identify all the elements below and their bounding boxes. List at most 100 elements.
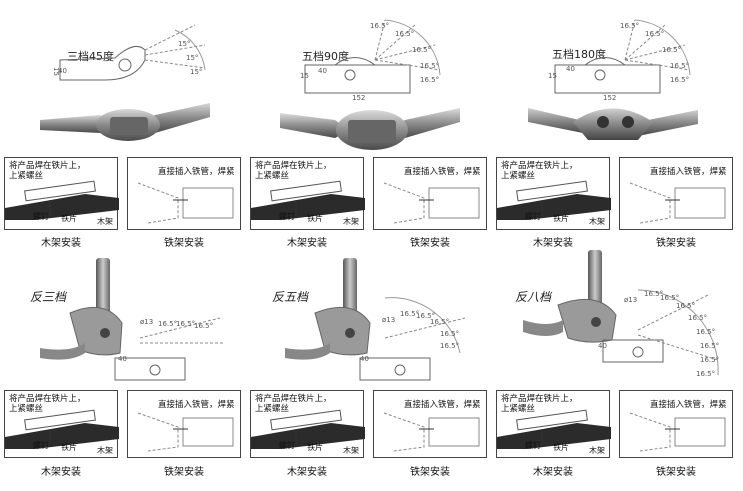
reverse-angle-2c: 16.5° (430, 318, 450, 326)
dim-angle-3c: 16.5° (662, 46, 682, 54)
plate-label: 铁片 (553, 443, 569, 452)
wood-install-drawing (497, 180, 611, 220)
wood-install-panel-1: 将产品焊在铁片上， 上紧螺丝 螺钉 铁片 木架 (4, 157, 119, 230)
product-photo-3 (528, 108, 698, 140)
plate-label: 铁片 (307, 443, 323, 452)
iron-install-panel-6: 直接插入铁管，焊紧 (619, 390, 733, 458)
reverse-drawing-3 (523, 250, 719, 376)
wood-note-line1: 将产品焊在铁片上， (9, 394, 86, 404)
iron-install-panel-4: 直接插入铁管，焊紧 (127, 390, 241, 458)
iron-note: 直接插入铁管，焊紧 (158, 167, 235, 177)
reverse-gear-label-2: 反五档 (272, 290, 309, 304)
wood-install-panel-5: 将产品焊在铁片上， 上紧螺丝 螺钉 铁片 木架 (250, 390, 365, 458)
wood-install-panel-6: 将产品焊在铁片上， 上紧螺丝 螺钉 铁片 木架 (496, 390, 611, 458)
screw-label: 螺钉 (33, 212, 49, 221)
reverse-angle-3f: 16.5° (700, 342, 720, 350)
dim-angle-2e: 16.5° (420, 76, 440, 84)
reverse-drawing-1 (40, 258, 225, 381)
frame-label: 木架 (343, 217, 359, 226)
wood-note-line2: 上紧螺丝 (255, 171, 290, 181)
reverse-angle-2b: 16.5° (416, 312, 436, 320)
wood-install-panel-4: 将产品焊在铁片上， 上紧螺丝 螺钉 铁片 木架 (4, 390, 119, 458)
reverse-angle-2a: 16.5° (400, 310, 420, 318)
reverse-dim-dia-3: ø13 (624, 296, 638, 304)
iron-install-panel-5: 直接插入铁管，焊紧 (373, 390, 487, 458)
dim-angle-2a: 16.5° (370, 22, 390, 30)
dim-angle-1b: 15° (186, 54, 199, 62)
iron-caption: 铁架安装 (164, 238, 204, 249)
screw-label: 螺钉 (33, 441, 49, 450)
wood-note-line1: 将产品焊在铁片上， (255, 394, 332, 404)
plate-label: 铁片 (61, 214, 77, 223)
frame-label: 木架 (589, 446, 605, 455)
reverse-dim-dia-1: ø13 (140, 318, 154, 326)
dim-width-1: 40 (58, 67, 67, 75)
reverse-angle-1a: 16.5° (158, 320, 178, 328)
wood-install-drawing (497, 409, 611, 449)
dim-angle-2d: 16.5° (420, 62, 440, 70)
dim-height-2: 15 (300, 72, 309, 80)
reverse-angle-3b: 16.5° (660, 294, 680, 302)
technical-drawing-2 (304, 19, 441, 94)
wood-install-drawing (251, 180, 365, 220)
wood-note-line2: 上紧螺丝 (501, 404, 536, 414)
iron-note: 直接插入铁管，焊紧 (650, 400, 727, 410)
technical-drawing-3 (554, 19, 691, 94)
dim-angle-3b: 16.5° (645, 30, 665, 38)
wood-note-line1: 将产品焊在铁片上， (9, 161, 86, 171)
dim-angle-3d: 16.5° (670, 62, 690, 70)
reverse-drawing-2 (285, 258, 466, 381)
wood-install-panel-2: 将产品焊在铁片上， 上紧螺丝 螺钉 铁片 木架 (250, 157, 365, 230)
plate-label: 铁片 (61, 443, 77, 452)
plate-label: 铁片 (553, 214, 569, 223)
iron-caption: 铁架安装 (410, 238, 450, 249)
reverse-angle-1b: 16.5° (176, 320, 196, 328)
dim-angle-2c: 16.5° (412, 46, 432, 54)
iron-install-drawing (629, 182, 726, 224)
wood-caption: 木架安装 (287, 238, 327, 249)
frame-label: 木架 (97, 217, 113, 226)
reverse-angle-2d: 16.5° (440, 330, 460, 338)
iron-note: 直接插入铁管，焊紧 (404, 400, 481, 410)
reverse-gear-label-3: 反八档 (515, 290, 552, 304)
technical-drawing-1 (59, 24, 206, 81)
wood-install-drawing (251, 409, 365, 449)
wood-note-line1: 将产品焊在铁片上， (501, 394, 578, 404)
product-photo-1 (40, 103, 210, 141)
reverse-dim-width-2: 40 (360, 355, 369, 363)
gear-label-2: 五档90度 (302, 50, 349, 63)
dim-height-3: 15 (548, 72, 557, 80)
iron-install-panel-3: 直接插入铁管，焊紧 (619, 157, 733, 230)
gear-label-3: 五档180度 (552, 48, 606, 61)
wood-note-line2: 上紧螺丝 (255, 404, 290, 414)
wood-install-drawing (5, 409, 119, 449)
dim-angle-1c: 15° (190, 68, 203, 76)
reverse-dim-width-1: 40 (118, 355, 127, 363)
iron-caption: 铁架安装 (410, 467, 450, 478)
wood-note-line1: 将产品焊在铁片上， (501, 161, 578, 171)
iron-install-panel-1: 直接插入铁管，焊紧 (127, 157, 241, 230)
iron-install-drawing (383, 412, 480, 452)
iron-caption: 铁架安装 (656, 238, 696, 249)
screw-label: 螺钉 (279, 212, 295, 221)
wood-caption: 木架安装 (41, 238, 81, 249)
wood-caption: 木架安装 (287, 467, 327, 478)
iron-caption: 铁架安装 (164, 467, 204, 478)
iron-caption: 铁架安装 (656, 467, 696, 478)
wood-note-line2: 上紧螺丝 (501, 171, 536, 181)
reverse-angle-2e: 16.5° (440, 342, 460, 350)
dim-angle-1a: 15° (178, 40, 191, 48)
dim-length-2: 152 (352, 94, 366, 102)
frame-label: 木架 (97, 446, 113, 455)
iron-install-drawing (383, 182, 480, 224)
reverse-angle-1c: 16.5° (194, 322, 214, 330)
plate-label: 铁片 (307, 214, 323, 223)
dim-angle-3a: 16.5° (620, 22, 640, 30)
dim-width-2: 40 (318, 67, 327, 75)
iron-install-drawing (137, 182, 234, 224)
reverse-angle-3e: 16.5° (696, 328, 716, 336)
dim-angle-3e: 16.5° (670, 76, 690, 84)
wood-note-line2: 上紧螺丝 (9, 404, 44, 414)
wood-install-panel-3: 将产品焊在铁片上， 上紧螺丝 螺钉 铁片 木架 (496, 157, 611, 230)
wood-caption: 木架安装 (41, 467, 81, 478)
